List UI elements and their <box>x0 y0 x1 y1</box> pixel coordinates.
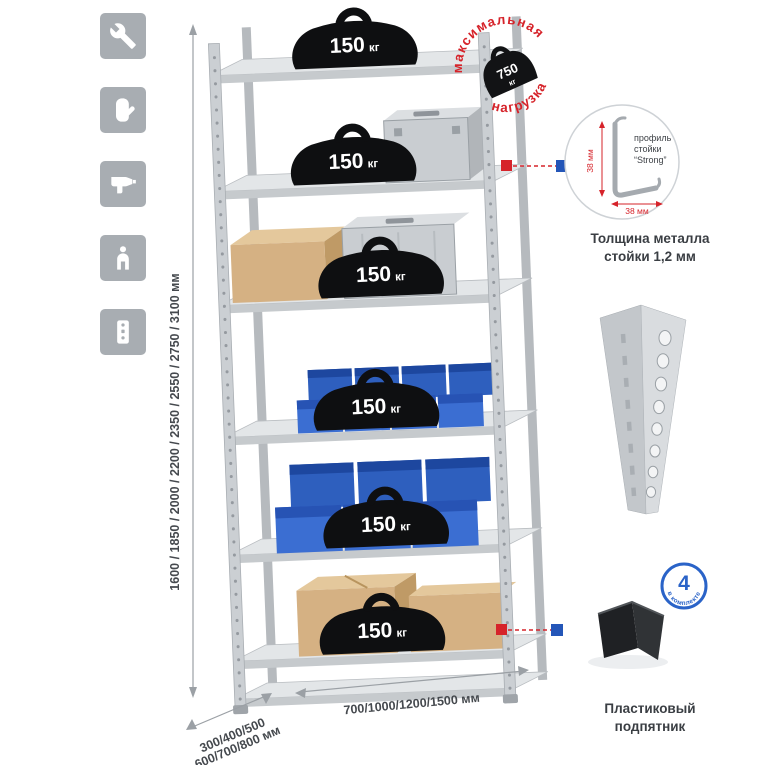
profile-dim-horizontal: 38 мм <box>611 201 663 216</box>
foot-caption-line1: Пластиковый <box>604 701 696 716</box>
perforated-post-icon <box>100 309 146 355</box>
gloves-icon <box>100 87 146 133</box>
profile-dim-vertical: 38 мм <box>585 121 605 197</box>
foot-caption-line2: подпятник <box>614 718 686 734</box>
foot-caption: Пластиковый подпятник <box>565 700 735 735</box>
aluminum-case <box>383 106 484 184</box>
callout-line-profile <box>501 160 568 172</box>
stamp-weight-icon: 750 кг <box>483 46 538 99</box>
profile-caption-line1: Толщина металла <box>590 231 710 246</box>
quantity-badge: 4 в комплекте <box>660 562 708 610</box>
wrench-icon <box>100 13 146 59</box>
profile-caption-line2: стойки 1,2 мм <box>604 248 696 264</box>
svg-text:38 мм: 38 мм <box>585 149 595 173</box>
drill-glyph <box>111 177 136 194</box>
person-icon <box>100 235 146 281</box>
perforated-post-glyph <box>117 320 129 344</box>
svg-text:1600 / 1850 / 2000 / 2200 / 23: 1600 / 1850 / 2000 / 2200 / 2350 / 2550 … <box>168 273 182 590</box>
shelf-7 <box>234 671 549 708</box>
wrench-glyph <box>110 23 136 49</box>
person-glyph <box>117 246 129 270</box>
height-dimension: 1600 / 1850 / 2000 / 2200 / 2350 / 2550 … <box>168 24 197 698</box>
profile-caption: Толщина металла стойки 1,2 мм <box>565 230 735 265</box>
callout-line-foot <box>496 624 563 636</box>
drill-icon <box>100 161 146 207</box>
svg-text:кг: кг <box>507 77 517 88</box>
svg-text:“Strong”: “Strong” <box>634 155 667 165</box>
svg-text:38 мм: 38 мм <box>625 206 649 216</box>
svg-text:стойки: стойки <box>634 144 662 154</box>
svg-text:профиль: профиль <box>634 133 672 143</box>
profile-detail-circle: 38 мм 38 мм профиль стойки “Strong” <box>564 104 680 220</box>
plastic-foot-graphic <box>588 600 668 669</box>
svg-text:4: 4 <box>678 572 690 595</box>
gloves-glyph <box>116 98 135 122</box>
upright-post-graphic <box>599 304 687 515</box>
